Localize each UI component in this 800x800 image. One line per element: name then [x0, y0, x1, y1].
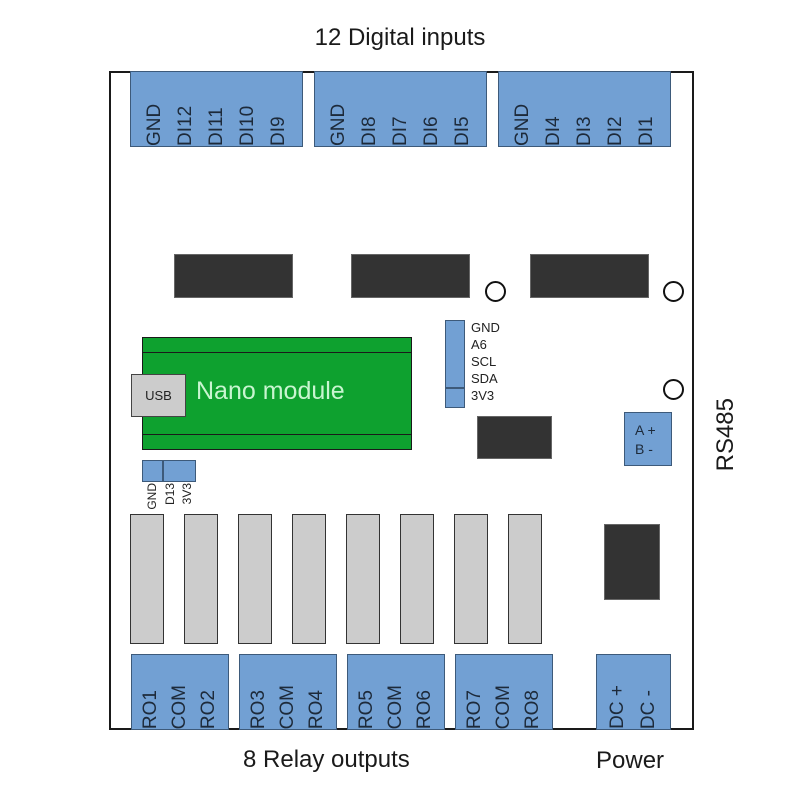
relay — [400, 514, 434, 644]
rs485-transceiver-chip — [477, 416, 552, 459]
relay — [454, 514, 488, 644]
terminal-pin: DI12 — [174, 105, 196, 146]
digital-input-terminal-block-1: GND DI12 DI11 DI10 DI9 — [130, 71, 303, 147]
terminal-pin: RO6 — [414, 689, 436, 729]
terminal-pin: DI1 — [635, 116, 657, 146]
terminal-pin: RO2 — [198, 689, 220, 729]
terminal-pin: DI7 — [389, 116, 411, 146]
header-pin-label: SDA — [471, 371, 498, 386]
relay-terminal-block-1: RO1 COM RO2 — [131, 654, 229, 730]
terminal-pin: B - — [635, 441, 653, 457]
relay — [130, 514, 164, 644]
header-divider — [162, 460, 164, 482]
terminal-pin: COM — [492, 684, 514, 729]
nano-pin-strip-top — [142, 337, 412, 353]
usb-port: USB — [131, 374, 186, 417]
rs485-label: RS485 — [712, 398, 739, 472]
mounting-hole-icon — [663, 281, 684, 302]
power-label: Power — [596, 747, 665, 774]
rs485-terminal: A + B - — [624, 412, 672, 466]
digital-input-terminal-block-3: GND DI4 DI3 DI2 DI1 — [498, 71, 671, 147]
optocoupler-chip-3 — [530, 254, 649, 298]
small-header — [142, 460, 196, 482]
header-pin-label: D13 — [163, 483, 177, 506]
nano-pin-strip-bottom — [142, 434, 412, 450]
relay — [238, 514, 272, 644]
voltage-regulator-chip — [604, 524, 660, 600]
terminal-pin: COM — [168, 684, 190, 729]
terminal-pin: RO4 — [306, 689, 328, 729]
digital-input-terminal-block-2: GND DI8 DI7 DI6 DI5 — [314, 71, 487, 147]
terminal-pin: GND — [143, 103, 165, 146]
terminal-pin: DI11 — [205, 107, 227, 146]
terminal-pin: RO3 — [247, 689, 269, 729]
header-pin-label: GND — [471, 320, 500, 335]
terminal-pin: DI4 — [542, 116, 564, 146]
terminal-pin: DI9 — [267, 116, 289, 146]
mounting-hole-icon — [485, 281, 506, 302]
terminal-pin: RO5 — [355, 689, 377, 729]
header-pin-label: GND — [145, 483, 159, 510]
terminal-pin: A + — [635, 422, 656, 438]
relay — [508, 514, 542, 644]
terminal-pin: RO1 — [139, 689, 161, 729]
header-pin-label: 3V3 — [471, 388, 495, 403]
terminal-pin: DI6 — [420, 116, 442, 146]
power-terminal: DC + DC - — [596, 654, 671, 730]
header-pin-label: SCL — [471, 354, 497, 369]
terminal-pin: DI2 — [604, 116, 626, 146]
header-divider — [445, 387, 465, 389]
relay-terminal-block-2: RO3 COM RO4 — [239, 654, 337, 730]
nano-module-label: Nano module — [196, 377, 345, 405]
terminal-pin: COM — [384, 684, 406, 729]
i2c-header-labels: GND A6 SCL SDA 3V3 — [471, 319, 500, 404]
mounting-hole-icon — [663, 379, 684, 400]
relay — [292, 514, 326, 644]
relay-outputs-label: 8 Relay outputs — [243, 746, 410, 773]
relay-terminal-block-3: RO5 COM RO6 — [347, 654, 445, 730]
terminal-pin: DC + — [607, 685, 629, 729]
header-pin-label: A6 — [471, 337, 487, 352]
i2c-header — [445, 320, 465, 408]
terminal-pin: COM — [276, 684, 298, 729]
terminal-pin: DI5 — [451, 116, 473, 146]
optocoupler-chip-1 — [174, 254, 293, 298]
terminal-pin: GND — [327, 103, 349, 146]
optocoupler-chip-2 — [351, 254, 470, 298]
terminal-pin: GND — [511, 103, 533, 146]
terminal-pin: DI8 — [358, 116, 380, 146]
relay — [346, 514, 380, 644]
terminal-pin: DI10 — [236, 105, 258, 146]
terminal-pin: DI3 — [573, 116, 595, 146]
terminal-pin: DC - — [637, 689, 659, 729]
terminal-pin: RO8 — [522, 689, 544, 729]
digital-inputs-title: 12 Digital inputs — [314, 24, 486, 51]
relay — [184, 514, 218, 644]
terminal-pin: RO7 — [463, 689, 485, 729]
relay-terminal-block-4: RO7 COM RO8 — [455, 654, 553, 730]
header-pin-label: 3V3 — [180, 483, 194, 505]
